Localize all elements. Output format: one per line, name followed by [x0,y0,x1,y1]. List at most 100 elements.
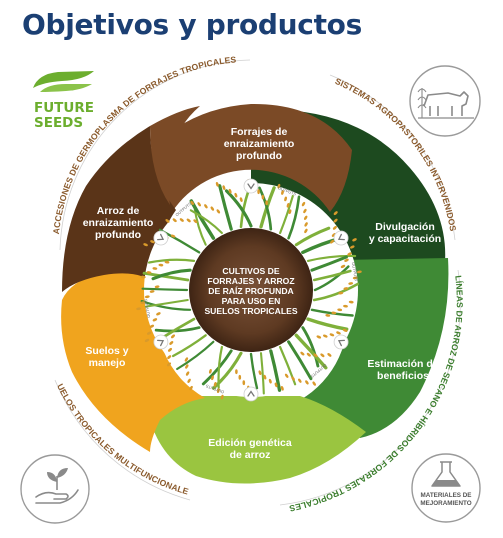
leaf [312,269,352,282]
grain-head [144,312,161,342]
leaf [224,189,253,228]
arrow-icon [247,390,255,397]
outputs-tiny-label: OUTPUTS [351,262,359,282]
grain-head [165,218,198,224]
label-suelos-1: Suelos y [85,345,128,357]
label-suelos-2: manejo [89,357,126,369]
logo-line-1: FUTURE [34,100,94,116]
arrow-circle-2 [333,230,349,246]
grain-head [340,238,357,268]
label-divulgacion-1: Divulgación [375,221,435,233]
grain-head [208,368,224,400]
materials-label-1: MATERIALES DE [421,492,472,499]
label-estimacion-2: beneficios [377,370,429,382]
leaf [142,271,190,282]
arrow-icon [337,233,345,241]
label-arroz-3: profundo [95,229,141,241]
leaf [279,194,294,235]
label-divulgacion-2: y capacitación [369,233,441,245]
leaf [287,195,301,240]
grain-head [300,351,332,358]
arrow-circle-1 [243,178,259,194]
grain-head [284,373,316,386]
grain-head [330,211,338,244]
grain-head [338,270,362,295]
leaf [239,188,250,229]
leaf [312,282,359,302]
grain-head [190,200,221,214]
leaf [151,268,192,281]
arrow-circle-3 [333,334,349,350]
arrow-circle-5 [153,334,169,350]
leaf [154,326,201,333]
leaf [176,340,215,371]
leaf [217,345,223,389]
arrow-circle-4 [243,386,259,402]
leaf [147,258,196,264]
plant-hand-icon [20,454,90,524]
flask-icon: MATERIALES DE MEJORAMIENTO [411,453,481,523]
arrow-icon [337,339,345,347]
leaf [301,326,320,368]
center-line-2: FORRAJES Y ARROZ [207,276,294,286]
leaf [144,299,189,308]
center-line-5: SUELOS TROPICALES [204,306,297,316]
leaf [279,345,297,386]
segment-labels: Forrajes de enraizamiento profundo Divul… [83,126,441,461]
outer-ring [54,59,461,506]
grain-head [277,183,292,215]
materials-label-2: MEJORAMIENTO [420,500,471,507]
label-forrajes-2: enraizamiento [224,138,295,150]
label-estimacion-1: Estimación de [367,358,438,370]
leaf [306,254,357,262]
arrow-circle-6 [153,230,169,246]
grain-head [316,328,348,339]
arrow-icon [157,339,165,347]
center-line-1: CULTIVOS DE [222,266,279,276]
segment-arroz [62,126,176,292]
grain-head [136,285,160,311]
center-line-4: PARA USO EN [222,296,281,306]
arrow-icon [247,183,255,190]
segment-suelos [61,270,205,452]
segment-estimacion [300,258,449,438]
cattle-icon [409,65,481,137]
logo-line-2: SEEDS [34,115,83,131]
center-text: CULTIVOS DE FORRAJES Y ARROZ DE RAÍZ PRO… [204,266,297,316]
leaf [171,334,207,358]
leaf [294,226,331,247]
segment-arroz-highlight [150,106,200,205]
leaf [218,184,233,231]
segment-edicion [150,396,366,484]
future-seeds-logo: FUTURE SEEDS [33,71,94,131]
soil-center [189,228,313,352]
arrow-icon [157,233,165,241]
outputs-tiny-label: OUTPUTS [277,185,297,196]
label-edicion-1: Edición genética [208,437,292,449]
grain-head [258,370,284,391]
label-edicion-2: de arroz [230,449,271,461]
leaf [211,351,243,390]
center-line-3: DE RAÍZ PROFUNDA [208,286,293,296]
leaf [189,209,223,235]
label-forrajes-3: profundo [236,150,282,162]
leaf [259,352,265,395]
segment-forrajes [150,103,352,212]
leaf [141,287,189,292]
leaf [258,186,273,231]
label-arroz-2: enraizamiento [83,217,154,229]
leaf [140,300,192,311]
label-arroz-1: Arroz de [97,205,140,217]
leaf [269,349,282,392]
leaf [249,352,259,390]
grain-head [184,357,193,391]
grain-head [140,260,170,279]
leaf [294,333,328,370]
grain-head [215,181,243,202]
outputs-tiny-label: OUTPUTS [143,298,151,318]
leaf [310,255,348,272]
page-title: Objetivos y productos [22,8,362,41]
grain-head [301,201,308,234]
label-forrajes-1: Forrajes de [231,126,288,138]
